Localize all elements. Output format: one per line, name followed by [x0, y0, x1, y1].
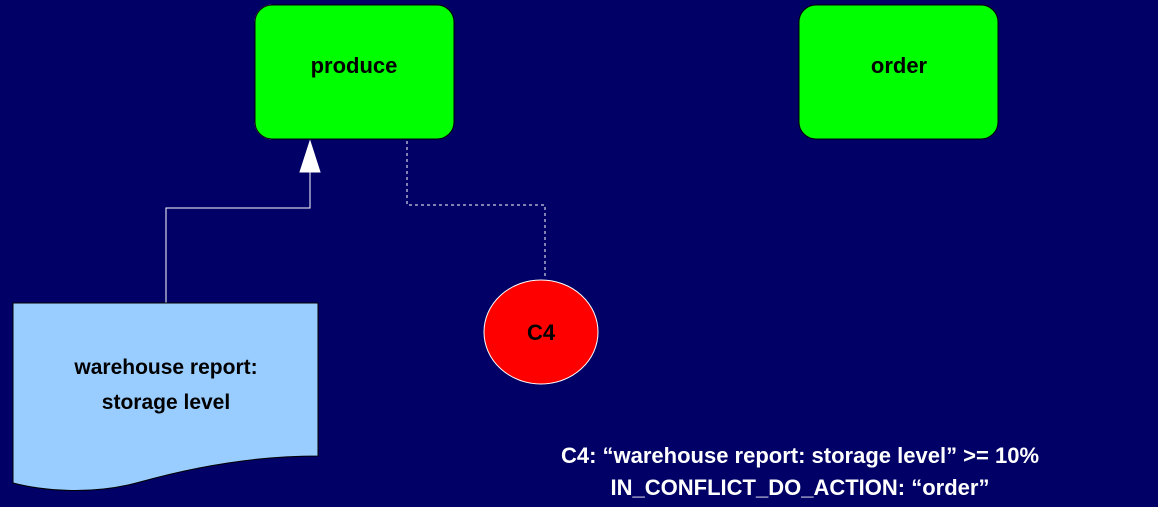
constraint-connector-produce-to-c4	[406, 141, 546, 279]
flow-connector-document-to-produce	[165, 139, 321, 303]
activity-produce-label: produce	[311, 53, 398, 78]
constraint-note-line1: C4: “warehouse report: storage level” >=…	[561, 443, 1039, 468]
arrowhead-icon	[299, 139, 321, 173]
activity-order-label: order	[871, 53, 928, 78]
document-label-line2: storage level	[102, 391, 230, 414]
document-warehouse-report[interactable]: warehouse report: storage level	[12, 302, 319, 491]
constraint-c4-label: C4	[527, 320, 556, 345]
activity-produce[interactable]: produce	[254, 4, 455, 140]
constraint-note: C4: “warehouse report: storage level” >=…	[561, 443, 1039, 500]
activity-order[interactable]: order	[798, 4, 999, 140]
document-label-line1: warehouse report:	[73, 356, 257, 379]
constraint-c4[interactable]: C4	[483, 279, 599, 385]
constraint-note-line2: IN_CONFLICT_DO_ACTION: “order”	[611, 475, 990, 500]
